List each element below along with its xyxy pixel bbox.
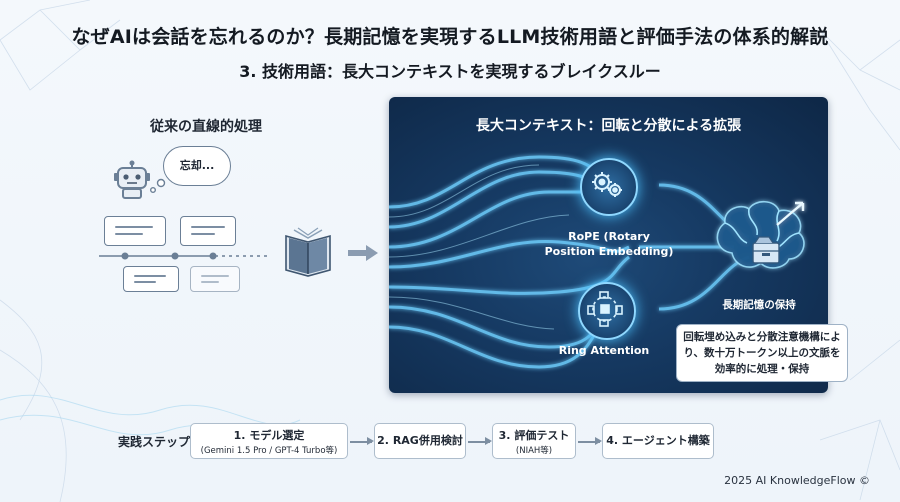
ring-attention-node [578,282,636,340]
chip-ring-icon [587,291,623,327]
step-title: 3. 評価テスト [498,429,570,442]
chat-bubble [104,216,166,246]
rope-label-line1: RoPE (Rotary [568,230,650,243]
flow-arrow-icon [348,245,378,261]
step-model-selection: 1. モデル選定 (Gemini 1.5 Pro / GPT-4 Turbo等) [190,423,348,459]
left-section-heading: 従来の直線的処理 [150,119,262,135]
panel-title: 長大コンテキスト：回転と分散による拡張 [475,118,742,134]
thought-trail-icon [150,178,166,193]
rope-label: RoPE (Rotary Position Embedding) [529,229,689,259]
memory-label: 長期記憶の保持 [722,299,796,311]
step-subtitle: (Gemini 1.5 Pro / GPT-4 Turbo等) [200,446,338,456]
page-subtitle: 3. 技術用語：長大コンテキストを実現するブレイクスルー [239,62,661,81]
robot-icon [114,160,150,199]
chat-bubble [180,216,236,246]
steps-label: 実践ステップ [118,435,191,449]
rope-label-line2: Position Embedding) [544,245,674,258]
forgetting-thought-bubble: 忘却... [163,146,231,186]
callout-line1: 回転埋め込みと分散注意機構によ [683,331,841,343]
chat-bubble [123,266,179,292]
callout-line3: 効率的に処理・保持 [714,363,810,375]
rope-node [580,158,638,216]
step-rag-consideration: 2. RAG併用検討 [374,423,466,459]
step-arrow [350,438,374,444]
fading-chat-bubble [190,266,240,292]
step-title: 4. エージェント構築 [606,434,710,447]
callout-line2: り、数十万トークン以上の文脈を [683,347,841,359]
step-arrow [578,438,602,444]
brain-icon [716,200,805,269]
copyright-text: 2025 AI KnowledgeFlow © [724,474,870,487]
step-title: 2. RAG併用検討 [377,434,463,447]
ring-attention-label: Ring Attention [558,344,650,357]
step-evaluation-test: 3. 評価テスト (NIAH等) [492,423,576,459]
gears-icon [592,172,622,197]
step-agent-building: 4. エージェント構築 [602,423,714,459]
linear-timeline [99,252,267,260]
page-title: なぜAIは会話を忘れるのか？長期記憶を実現するLLM技術用語と評価手法の体系的解… [71,26,829,48]
step-subtitle: (NIAH等) [515,446,553,456]
explanation-callout: 回転埋め込みと分散注意機構によ り、数十万トークン以上の文脈を 効率的に処理・保… [676,324,848,382]
step-title: 1. モデル選定 [233,429,305,442]
book-icon [285,227,331,277]
step-arrow [468,438,492,444]
